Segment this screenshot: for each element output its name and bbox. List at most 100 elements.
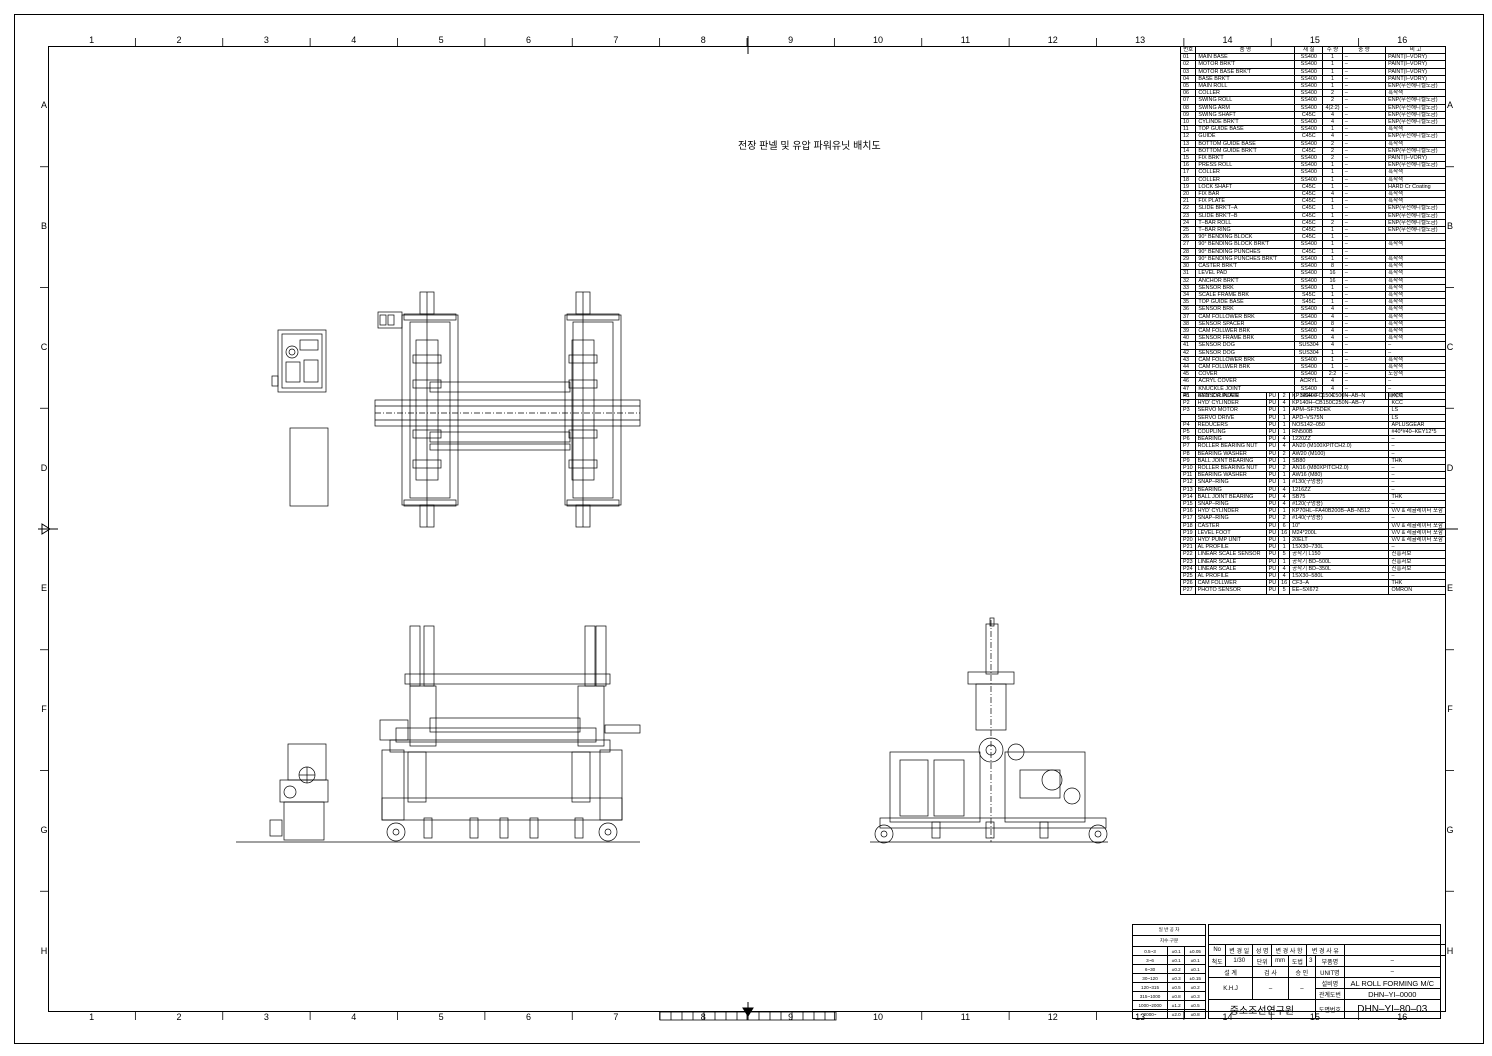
table-cell: 22 (1179, 204, 1197, 213)
table-cell: SS400 (1294, 240, 1324, 249)
title-cell: ±0.1 (1184, 964, 1206, 974)
table-cell: 1 (1322, 74, 1343, 84)
zone-letter: A (1446, 100, 1453, 111)
table-cell: 흑착색 (1385, 197, 1446, 206)
table-cell: 10" (1289, 521, 1390, 530)
table-cell: 1 (1278, 536, 1291, 545)
table-cell: 1SX30–730L (1289, 543, 1390, 552)
table-cell: – (1388, 572, 1446, 581)
table-cell: BEARING WASHER (1194, 471, 1267, 480)
table-cell: – (1341, 254, 1387, 264)
table-cell: 2 (1278, 391, 1291, 401)
table-cell: T–BAR RING (1195, 226, 1296, 235)
table-cell: SB80 (1289, 456, 1390, 466)
table-cell (1385, 233, 1446, 242)
table-cell: BEARING WASHER (1194, 449, 1267, 458)
table-cell: 2 (1322, 139, 1343, 148)
table-cell: – (1341, 60, 1387, 69)
table-cell: 19 (1179, 182, 1197, 192)
table-cell: 20 (1179, 190, 1197, 199)
table-cell: 25 (1179, 226, 1197, 235)
title-cell: 승 인 (1287, 966, 1316, 978)
table-cell: 01 (1179, 53, 1197, 62)
table-cell: 11 (1179, 125, 1197, 134)
table-cell: ENP(무전해니켈도금) (1385, 204, 1446, 213)
table-cell: – (1341, 182, 1387, 192)
table-cell: 1 (1322, 298, 1343, 307)
table-cell: P16 (1180, 507, 1196, 516)
table-cell: 1 (1322, 53, 1343, 62)
table-cell: 43 (1179, 355, 1197, 364)
table-cell: PU (1265, 550, 1280, 559)
title-cell: ±0.1 (1167, 955, 1186, 965)
table-cell: 34 (1179, 290, 1197, 300)
table-cell: 02 (1179, 60, 1197, 69)
table-cell: 1 (1322, 204, 1343, 213)
table-cell: FIX BAR (1195, 190, 1296, 199)
table-cell: P23 (1180, 557, 1196, 566)
table-cell: 4 (1322, 110, 1343, 120)
table-cell: SS400 (1294, 283, 1324, 292)
table-cell: C45C (1294, 146, 1324, 156)
table-cell: PU (1265, 536, 1280, 545)
table-cell: PU (1265, 564, 1280, 574)
parts-header-cell: 품 명 (1195, 45, 1296, 55)
table-cell: – (1341, 190, 1387, 199)
table-cell: – (1385, 348, 1446, 357)
table-cell: REDUCERS (1194, 420, 1267, 430)
table-cell: PU (1265, 413, 1280, 422)
zone-letter: F (41, 704, 47, 715)
table-cell: PU (1265, 579, 1280, 588)
table-cell: 24 (1179, 218, 1197, 228)
table-cell: 흑착색 (1385, 276, 1446, 285)
table-cell: 1 (1322, 240, 1343, 249)
parts-header-cell: 재 질 (1294, 45, 1324, 55)
table-cell: 47 (1179, 384, 1197, 393)
table-cell: 14 (1179, 146, 1197, 156)
table-cell: 1 (1322, 226, 1343, 235)
table-cell: 흑착색 (1385, 190, 1446, 199)
table-cell: – (1341, 326, 1387, 336)
table-cell: 1 (1322, 82, 1343, 91)
title-cell: 설 계 (1207, 966, 1254, 978)
table-cell: ACRYL (1294, 377, 1324, 386)
zone-letter: H (40, 945, 48, 956)
table-cell: C45C (1294, 233, 1324, 242)
title-cell: AL ROLL FORMING M/C (1344, 977, 1441, 989)
table-cell: ENP(무전해니켈도금) (1385, 211, 1446, 220)
table-cell: 23 (1179, 211, 1197, 220)
table-cell: – (1341, 312, 1387, 321)
title-cell: DHN–YI–0000 (1344, 988, 1441, 1000)
table-cell: C45C (1294, 218, 1324, 228)
zone-number: 1 (89, 35, 95, 45)
sheet-outer-border (14, 14, 1484, 1044)
title-cell: 1000~2000 (1131, 1000, 1169, 1010)
table-cell: – (1341, 240, 1387, 249)
title-cell: ±0.8 (1184, 1009, 1206, 1019)
table-cell: – (1388, 485, 1446, 494)
parts-header-cell: 비 고 (1385, 45, 1446, 55)
table-cell: – (1341, 319, 1387, 328)
table-cell: 4 (1322, 190, 1343, 199)
table-cell: 4 (1278, 442, 1291, 451)
table-cell: ANCHOR BRK'T (1195, 276, 1296, 285)
table-cell: 1 (1322, 283, 1343, 292)
